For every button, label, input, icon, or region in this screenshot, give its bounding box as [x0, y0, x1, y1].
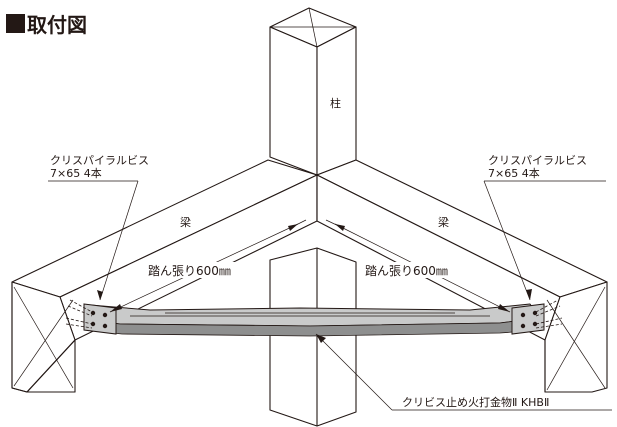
screw-dashes-left — [65, 299, 93, 329]
screw-left-line2: 7×65 4本 — [50, 166, 102, 180]
column-upper: 柱 — [269, 7, 357, 176]
span-right-label: 踏ん張り600㎜ — [365, 264, 448, 278]
span-left-label: 踏ん張り600㎜ — [148, 264, 231, 278]
column-label: 柱 — [330, 96, 341, 110]
screw-right-line2: 7×65 4本 — [488, 166, 540, 180]
page-title: 取付図 — [27, 13, 87, 37]
product-callout — [315, 333, 612, 411]
beam-right-label: 梁 — [438, 215, 449, 229]
beam-left-label: 梁 — [180, 215, 191, 229]
bracket-khb2 — [83, 303, 545, 337]
product-label: クリビス止め火打金物Ⅱ KHBⅡ — [402, 395, 549, 409]
beam-left: 梁 — [11, 159, 318, 393]
screw-left-line1: クリスパイラルビス — [50, 154, 149, 167]
dimension-lines — [109, 219, 511, 313]
screw-right-line1: クリスパイラルビス — [488, 154, 587, 167]
beam-right: 梁 — [316, 159, 608, 393]
screw-dashes-right — [535, 299, 563, 329]
screw-callout-right — [483, 180, 606, 301]
title-square-mark — [6, 14, 25, 33]
column-lower — [269, 247, 357, 427]
screw-callout-left — [48, 180, 139, 301]
